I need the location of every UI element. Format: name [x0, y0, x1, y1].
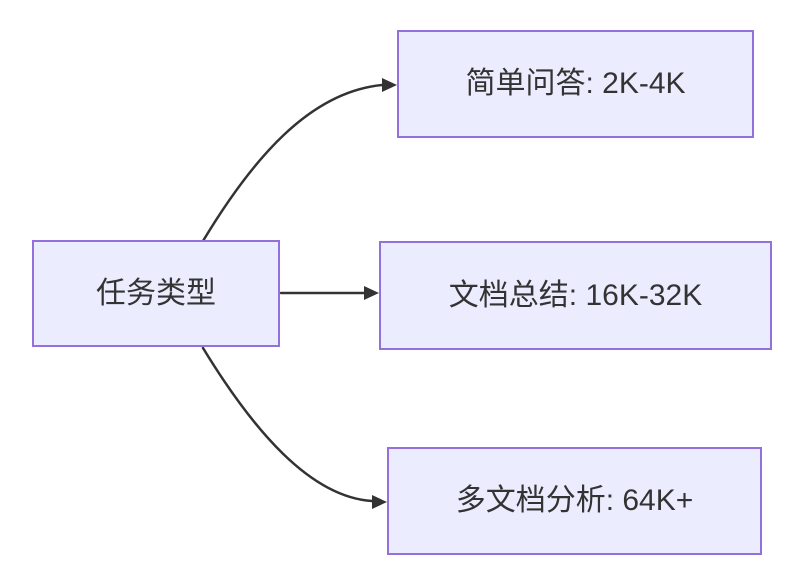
arrowhead-icon-0: [382, 78, 397, 92]
node-doc-summary-label: 文档总结: 16K-32K: [448, 278, 703, 312]
node-task-type-label: 任务类型: [96, 276, 216, 310]
node-doc-summary: 文档总结: 16K-32K: [379, 241, 772, 350]
arrowhead-icon-2: [372, 495, 387, 509]
node-task-type: 任务类型: [32, 240, 280, 347]
edge-root-to-branch-2: [201, 346, 374, 503]
node-simple-qa-label: 简单问答: 2K-4K: [465, 67, 686, 100]
node-multi-doc-analysis: 多文档分析: 64K+: [387, 447, 762, 555]
arrowhead-icon-1: [364, 286, 379, 300]
node-multi-doc-analysis-label: 多文档分析: 64K+: [455, 484, 694, 517]
edge-root-to-branch-0: [201, 83, 384, 243]
node-simple-qa: 简单问答: 2K-4K: [397, 30, 754, 138]
